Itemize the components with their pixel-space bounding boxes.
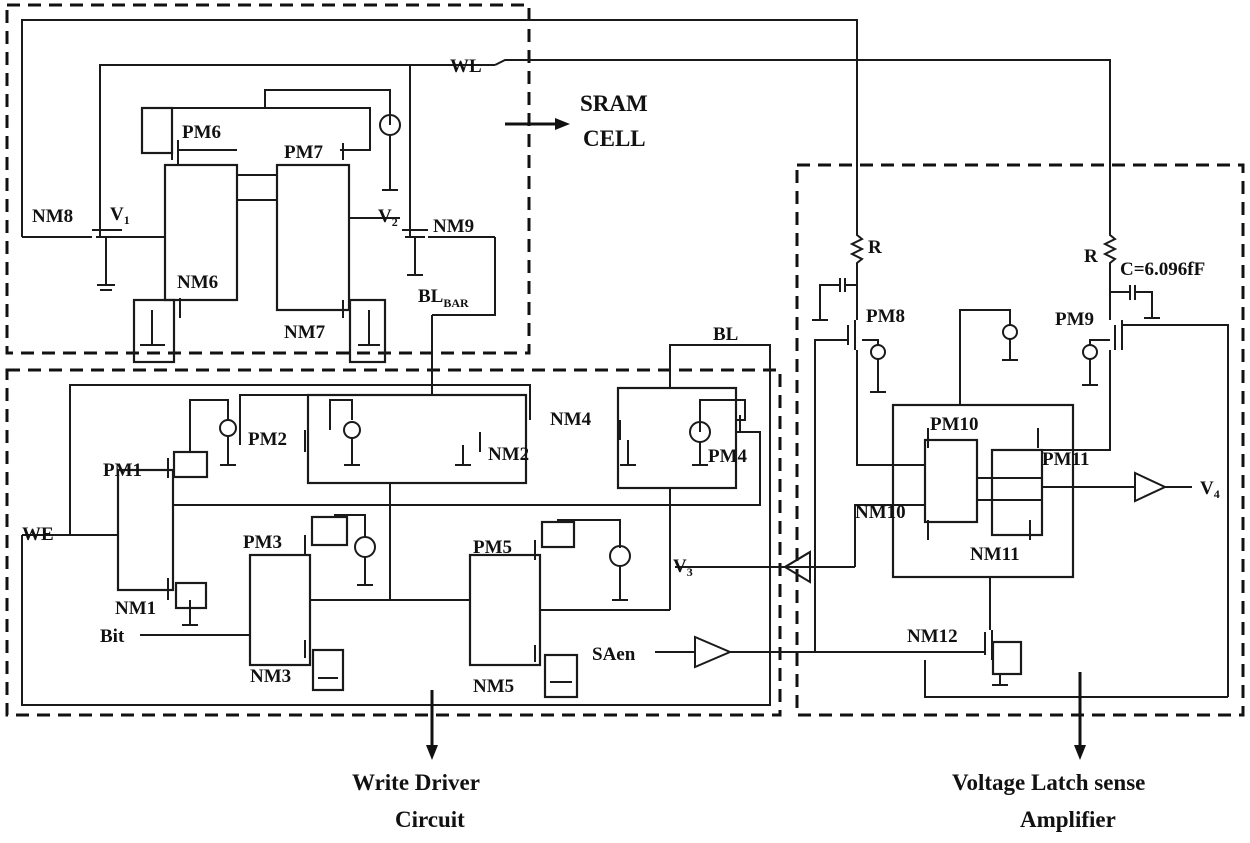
label-nm12: NM12 xyxy=(907,626,958,647)
label-r2: R xyxy=(1084,246,1098,267)
write-driver-wires xyxy=(21,344,985,760)
label-we: WE xyxy=(22,524,54,545)
label-pm10: PM10 xyxy=(930,414,979,435)
label-nm10: NM10 xyxy=(855,502,906,523)
sense-amplifier-region xyxy=(795,163,1245,717)
label-nm9: NM9 xyxy=(433,216,474,237)
sram-cell-region xyxy=(5,3,531,355)
label-nm8: NM8 xyxy=(32,206,73,227)
label-blbar: BLBAR xyxy=(418,286,469,310)
label-bl: BL xyxy=(713,324,738,345)
label-r1: R xyxy=(868,237,882,258)
label-v2: V2 xyxy=(378,206,398,229)
label-v4: V4 xyxy=(1200,478,1220,501)
label-wl: WL xyxy=(450,56,482,77)
label-pm3: PM3 xyxy=(243,532,282,553)
label-pm5: PM5 xyxy=(473,537,512,558)
label-nm1: NM1 xyxy=(115,598,156,619)
label-v1: V1 xyxy=(110,204,130,227)
write-driver-title-line1: Write Driver xyxy=(352,770,480,795)
sense-amp-wires xyxy=(675,230,1229,760)
label-nm4: NM4 xyxy=(550,409,592,430)
label-pm8: PM8 xyxy=(866,306,905,327)
sense-amp-title-line1: Voltage Latch sense xyxy=(952,770,1145,795)
label-saen: SAen xyxy=(592,644,636,665)
label-pm9: PM9 xyxy=(1055,309,1094,330)
label-pm4: PM4 xyxy=(708,446,748,467)
label-nm3: NM3 xyxy=(250,666,291,687)
label-nm5: NM5 xyxy=(473,676,514,697)
label-nm11: NM11 xyxy=(970,544,1020,565)
sram-title-line2: CELL xyxy=(583,126,646,151)
label-pm2: PM2 xyxy=(248,429,287,450)
label-nm6: NM6 xyxy=(177,272,218,293)
write-driver-title-line2: Circuit xyxy=(395,807,465,832)
write-driver-region xyxy=(5,368,782,717)
label-nm2: NM2 xyxy=(488,444,529,465)
label-pm11: PM11 xyxy=(1042,449,1090,470)
label-pm1: PM1 xyxy=(103,460,142,481)
label-nm7: NM7 xyxy=(284,322,326,343)
label-capacitance: C=6.096fF xyxy=(1120,259,1205,280)
label-v3: V3 xyxy=(673,556,693,579)
label-pm6: PM6 xyxy=(182,122,221,143)
sram-title-line1: SRAM xyxy=(580,91,648,116)
label-pm7: PM7 xyxy=(284,142,324,163)
sram-cell-wires xyxy=(21,19,1111,395)
sense-amp-title-line2: Amplifier xyxy=(1020,807,1116,832)
label-bit: Bit xyxy=(100,626,125,647)
